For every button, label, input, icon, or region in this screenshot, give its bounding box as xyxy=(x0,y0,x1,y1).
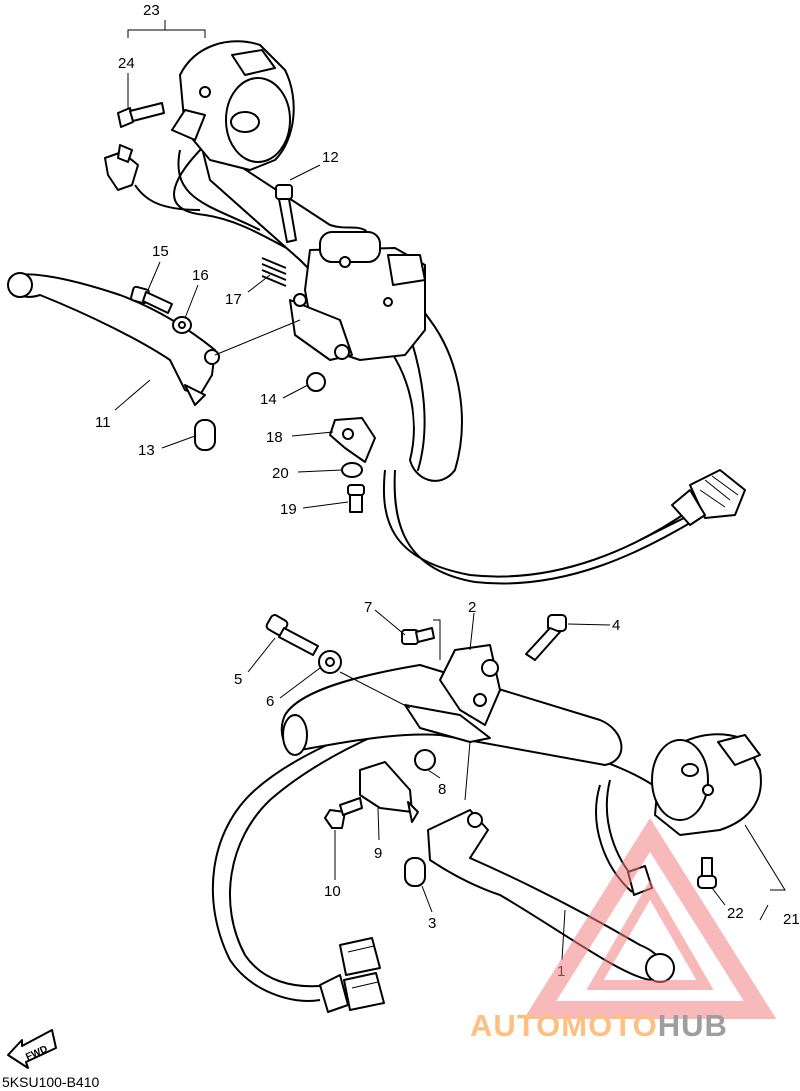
clutch-switch-18 xyxy=(329,417,376,463)
callout-labels: 23 24 12 15 16 17 11 13 14 18 20 19 7 2 … xyxy=(95,2,800,980)
upper-handlebar xyxy=(199,139,463,482)
screw-24 xyxy=(117,102,165,128)
callout-15: 15 xyxy=(152,243,169,260)
watermark-part1: AUTOMOTO xyxy=(470,1008,658,1043)
watermark-logo-icon xyxy=(523,818,777,1019)
callout-16: 16 xyxy=(192,267,209,284)
collar-13 xyxy=(194,419,216,451)
bolt-5 xyxy=(265,614,319,656)
callout-24: 24 xyxy=(118,55,135,72)
nut-16 xyxy=(172,316,192,334)
right-handlebar-switch xyxy=(651,733,762,836)
callout-22: 22 xyxy=(727,905,744,922)
bolt-4 xyxy=(525,614,567,661)
washer-20 xyxy=(341,462,363,478)
lever-holder-2 xyxy=(404,644,501,743)
brake-switch-9 xyxy=(359,761,419,823)
screw-10 xyxy=(324,797,363,829)
screw-19 xyxy=(347,484,365,513)
lever-holder-upper xyxy=(289,231,426,361)
callout-13: 13 xyxy=(138,442,155,459)
callout-14: 14 xyxy=(260,391,277,408)
callout-11: 11 xyxy=(95,414,111,431)
collar-3 xyxy=(404,857,426,887)
leader-lines xyxy=(114,20,786,961)
brake-lever xyxy=(427,809,675,983)
diagram-code: 5KSU100-B410 xyxy=(2,1074,100,1090)
nut-14 xyxy=(306,372,326,392)
left-handlebar-switch xyxy=(171,40,295,171)
callout-8: 8 xyxy=(438,781,446,798)
spring-17 xyxy=(261,257,287,287)
callout-21: 21 xyxy=(783,911,800,928)
watermark-text: AUTOMOTOHUB xyxy=(470,1008,728,1044)
watermark-part2: HUB xyxy=(657,1008,728,1043)
screw-7 xyxy=(401,627,435,645)
lower-connector xyxy=(319,937,385,1013)
bolt-15 xyxy=(130,285,173,314)
terminal-bracket xyxy=(104,144,139,191)
screw-22 xyxy=(697,857,717,889)
nut-8 xyxy=(414,749,436,771)
callout-3: 3 xyxy=(428,915,436,932)
callout-9: 9 xyxy=(374,845,382,862)
callout-10: 10 xyxy=(324,883,341,900)
callout-4: 4 xyxy=(612,617,620,634)
nut-6 xyxy=(318,650,342,674)
clutch-lever xyxy=(7,272,220,406)
callout-17: 17 xyxy=(225,291,242,308)
callout-2: 2 xyxy=(468,599,476,616)
callout-18: 18 xyxy=(266,429,283,446)
callout-7: 7 xyxy=(364,599,372,616)
callout-5: 5 xyxy=(234,671,242,688)
callout-6: 6 xyxy=(266,693,274,710)
fwd-arrow-icon: FWD xyxy=(7,1029,57,1069)
callout-20: 20 xyxy=(272,465,289,482)
bolt-12 xyxy=(275,184,297,243)
callout-12: 12 xyxy=(322,149,339,166)
callout-19: 19 xyxy=(280,501,297,518)
upper-wire-harness xyxy=(134,144,696,585)
upper-connector xyxy=(671,469,746,526)
callout-23: 23 xyxy=(143,2,160,19)
